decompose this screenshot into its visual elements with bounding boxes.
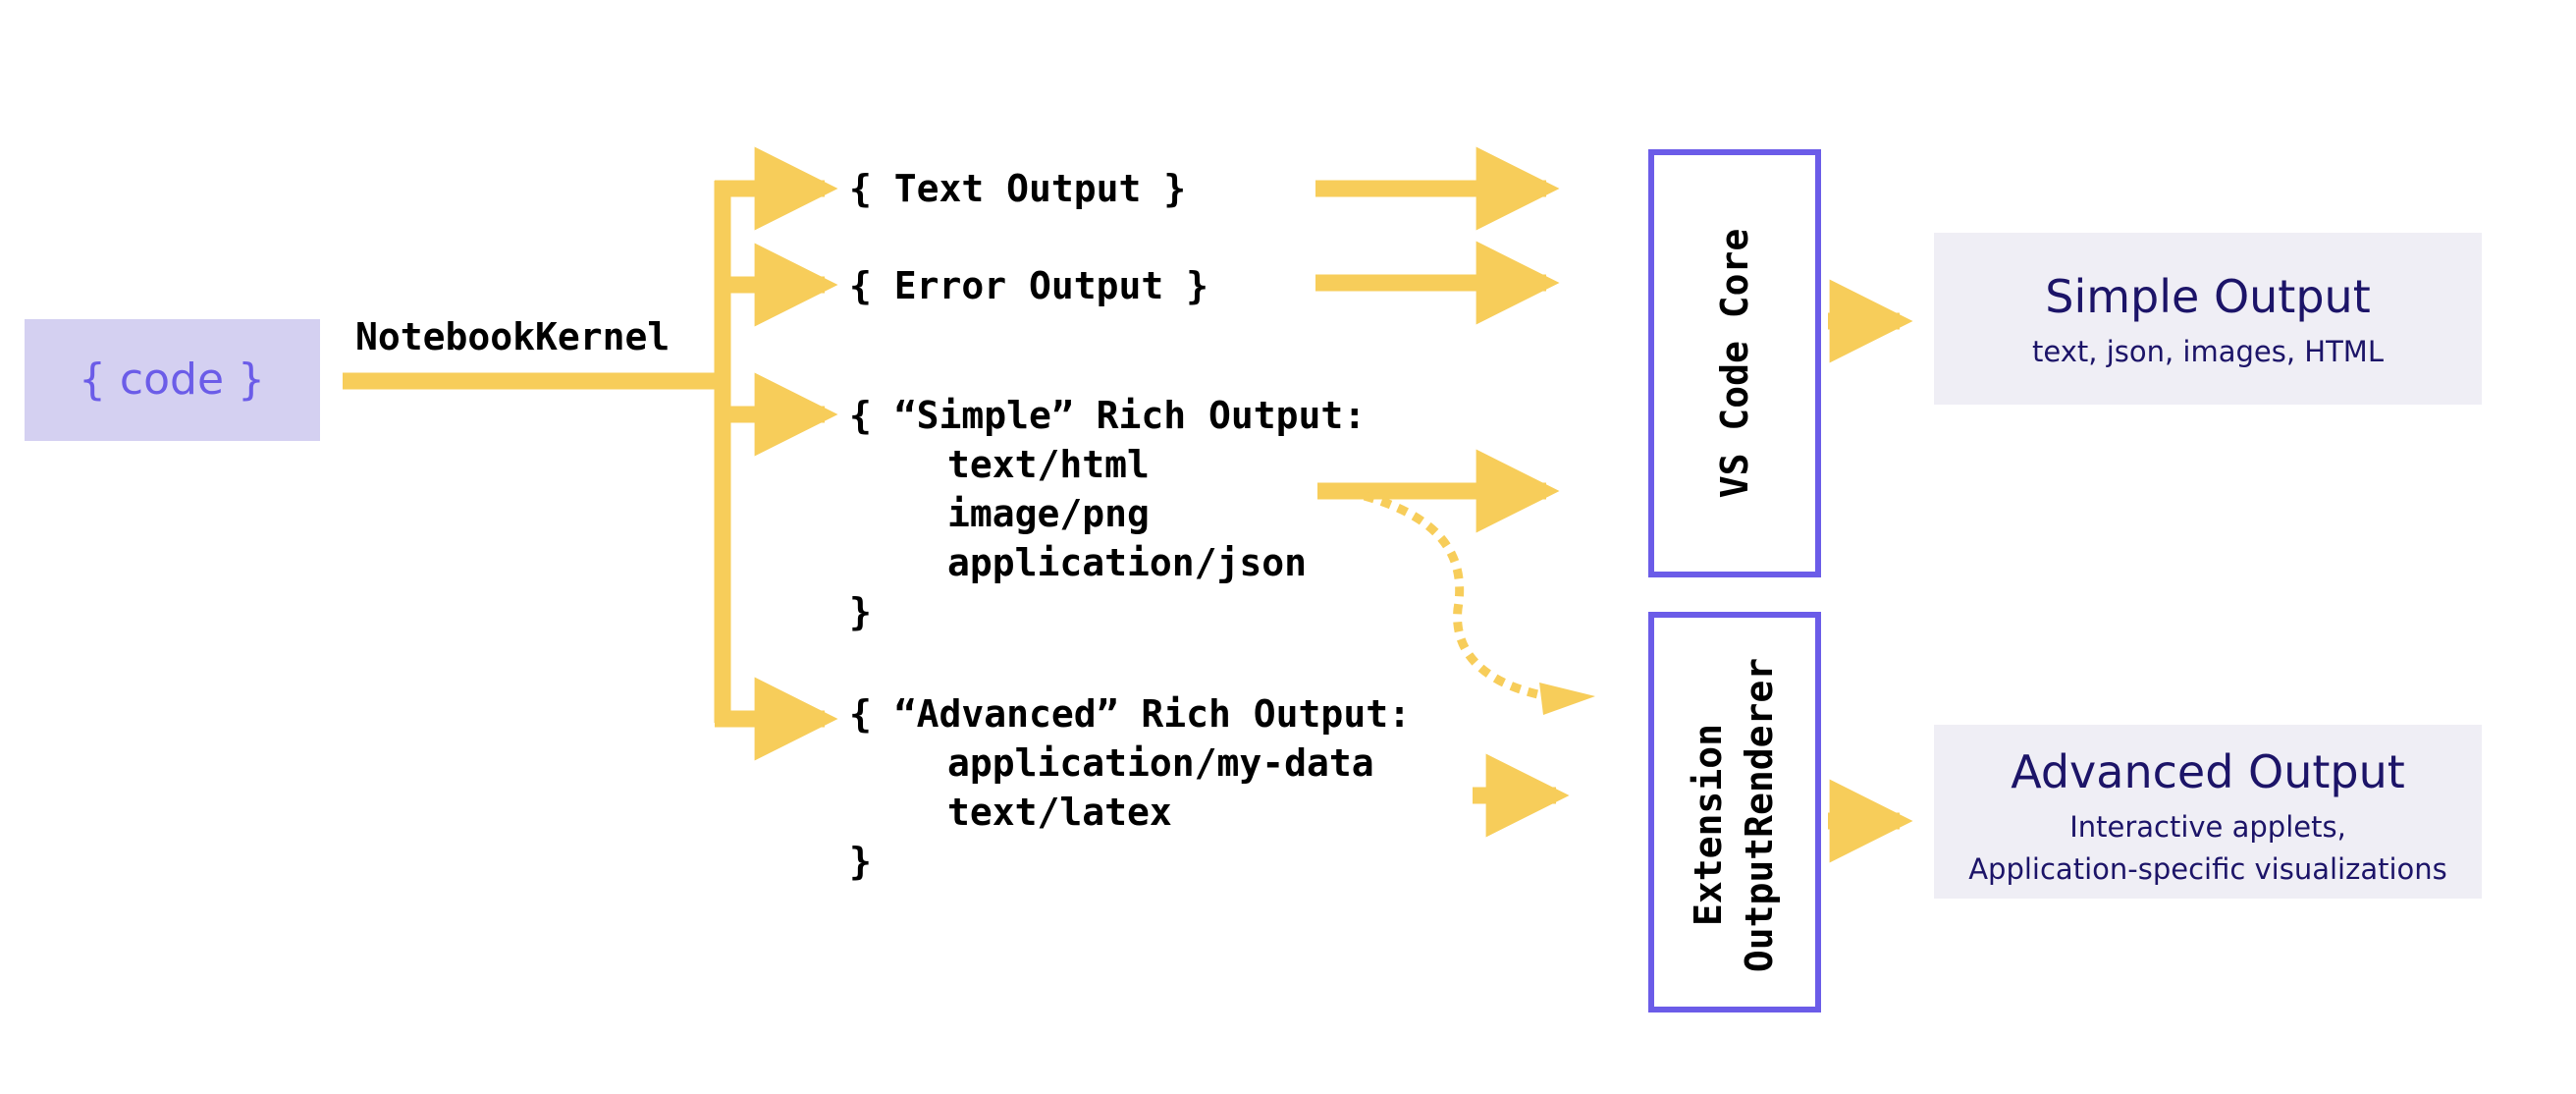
- dotted-fallback-arrow: [1363, 491, 1554, 702]
- kernel-label: NotebookKernel: [355, 315, 670, 358]
- advanced-rich-closing: }: [849, 840, 872, 883]
- error-output-label: { Error Output }: [849, 264, 1208, 307]
- simple-rich-closing: }: [849, 590, 872, 633]
- advanced-output-subtitle-2: Application-specific visualizations: [1968, 852, 2447, 886]
- advanced-mime-mydata: application/my-data: [947, 741, 1374, 785]
- simple-mime-png: image/png: [947, 492, 1150, 535]
- text-output-label: { Text Output }: [849, 167, 1186, 210]
- simple-rich-header: { “Simple” Rich Output:: [849, 394, 1366, 437]
- simple-output-box: [1934, 233, 2482, 405]
- advanced-mime-latex: text/latex: [947, 791, 1172, 834]
- simple-output-subtitle: text, json, images, HTML: [2032, 335, 2384, 368]
- extension-renderer-box: [1648, 612, 1821, 1012]
- simple-mime-html: text/html: [947, 443, 1150, 486]
- advanced-output-title: Advanced Output: [2011, 745, 2405, 798]
- code-box: [25, 319, 320, 441]
- simple-output-title: Simple Output: [2045, 270, 2370, 323]
- advanced-output-subtitle-1: Interactive applets,: [2069, 810, 2346, 844]
- extension-label: Extension: [1687, 724, 1730, 926]
- simple-mime-json: application/json: [947, 541, 1307, 584]
- output-renderer-label: OutputRenderer: [1738, 658, 1781, 972]
- advanced-rich-header: { “Advanced” Rich Output:: [849, 692, 1411, 736]
- code-label: { code }: [79, 355, 265, 405]
- advanced-output-box: [1934, 725, 2482, 899]
- dotted-fallback-arrowhead: [1539, 683, 1595, 715]
- vs-code-core-label: VS Code Core: [1713, 229, 1756, 499]
- vs-code-core-box: [1648, 149, 1821, 577]
